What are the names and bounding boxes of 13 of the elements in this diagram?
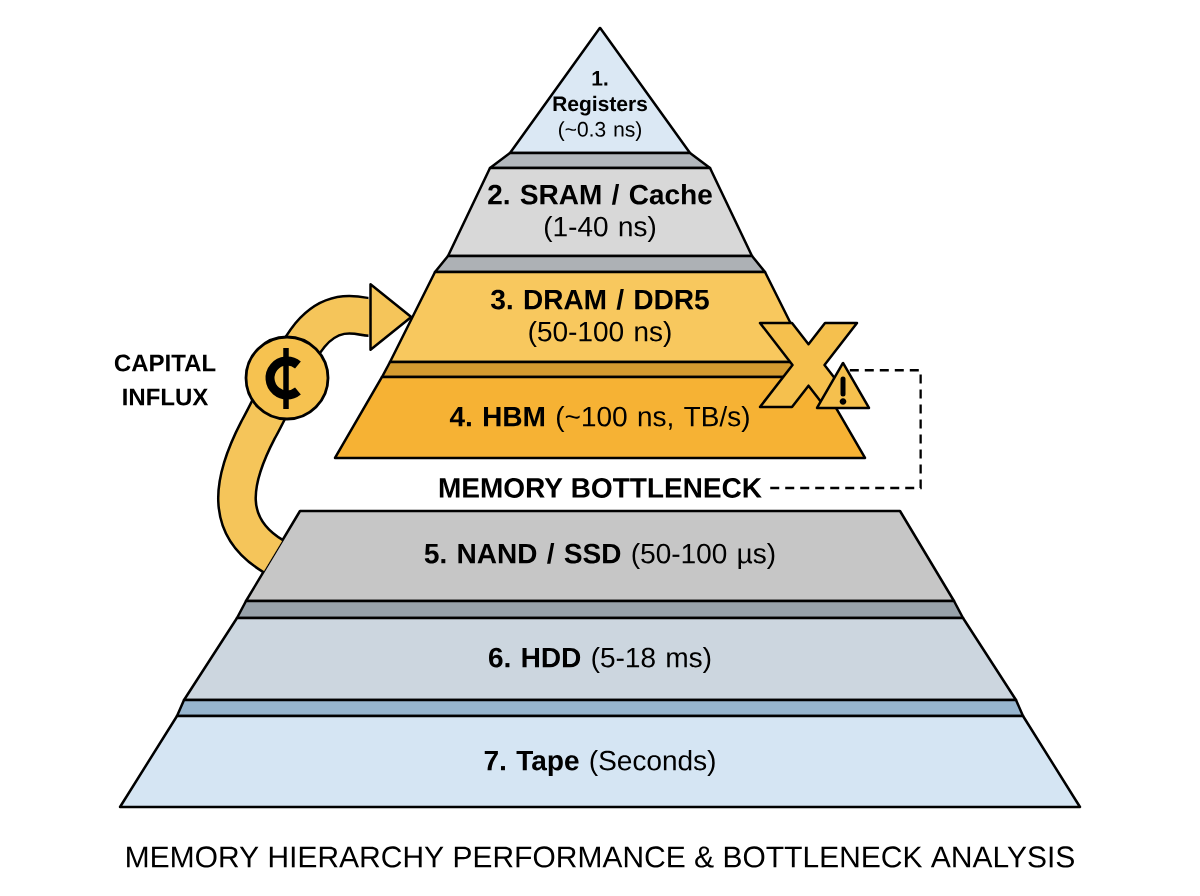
pyramid-tier: 5. NAND / SSD (50-100 µs) bbox=[244, 509, 956, 603]
curved-arrow bbox=[217, 283, 413, 573]
pyramid-tier: 6. HDD (5-18 ms) bbox=[182, 599, 1018, 702]
edge-label: CAPITAL INFLUX bbox=[114, 354, 216, 406]
pyramid-tier: 7. Tape (Seconds) bbox=[118, 698, 1082, 809]
pyramid-tier: 4. HBM (~100 ns, TB/s) bbox=[333, 360, 867, 460]
warning-icon bbox=[815, 361, 871, 410]
leader-line bbox=[770, 369, 922, 490]
caption: MEMORY HIERARCHY PERFORMANCE & BOTTLENECK ANALYSIS bbox=[127, 846, 1074, 868]
pyramid-tier: 3. DRAM / DDR5 (50-100 ns) bbox=[388, 254, 812, 364]
pyramid-tier: 2. SRAM / Cache (1-40 ns) bbox=[446, 151, 754, 258]
text-label: MEMORY BOTTLENECK bbox=[439, 478, 762, 498]
pyramid-top: 1. Registers (~0.3 ns) bbox=[508, 26, 692, 155]
